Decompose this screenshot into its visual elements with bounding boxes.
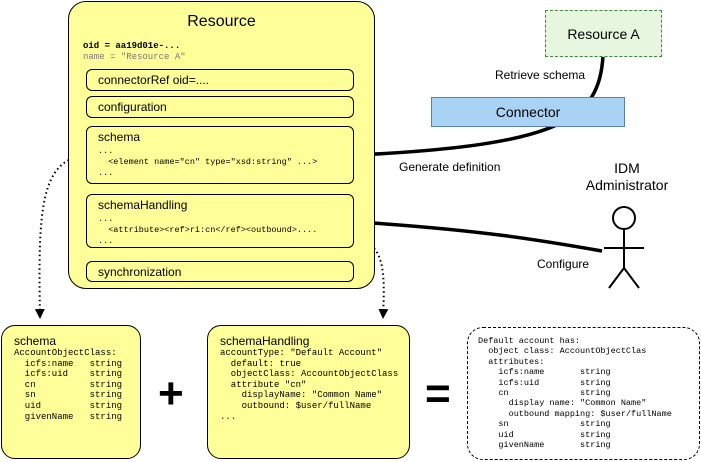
resource-title: Resource — [187, 13, 256, 30]
schema-handling-section: schemaHandling ... <attribute><ref>ri:cn… — [86, 194, 354, 248]
schema-code: ... <element name="cn" type="xsd:string"… — [98, 146, 318, 178]
connector-ref-label: connectorRef oid=.... — [98, 73, 210, 87]
schema-handling-label: schemaHandling — [98, 198, 188, 212]
schema-handling-code: ... <attribute><ref>ri:cn</ref><outbound… — [98, 214, 318, 246]
schema-detail-title: schema — [14, 334, 57, 348]
administrator-figure — [604, 206, 644, 289]
schema-detail-box: schema AccountObjectClass: icfs:name str… — [1, 325, 141, 459]
resource-oid: oid = aa19d01e-... — [83, 41, 181, 51]
configuration-label: configuration — [98, 100, 167, 114]
result-body: Default account has: object class: Accou… — [478, 336, 672, 451]
configure-arrow — [357, 217, 603, 253]
schema-expand-arrow — [34, 154, 87, 319]
resource-name: name = "Resource A" — [83, 52, 186, 62]
schema-handling-detail-title: schemaHandling — [220, 334, 310, 348]
schema-handling-detail-box: schemaHandling accountType: "Default Acc… — [207, 325, 410, 459]
schema-label: schema — [98, 130, 141, 144]
resource-a-node: Resource A — [545, 10, 662, 57]
plus-operator: + — [158, 369, 184, 418]
schema-section: schema ... <element name="cn" type="xsd:… — [86, 126, 354, 184]
result-box: Default account has: object class: Accou… — [467, 327, 700, 460]
idm-administrator-label: IDM Administrator — [577, 160, 677, 194]
idm-label-line1: IDM — [614, 160, 640, 176]
synchronization-label: synchronization — [98, 265, 182, 279]
resource-box: Resource oid = aa19d01e-... name = "Reso… — [68, 1, 375, 289]
schema-handling-detail-body: accountType: "Default Account" default: … — [220, 348, 399, 422]
schema-detail-body: AccountObjectClass: icfs:name string icf… — [14, 348, 123, 422]
retrieve-schema-label: Retrieve schema — [495, 68, 586, 82]
connector-node: Connector — [431, 97, 625, 127]
idm-label-line2: Administrator — [585, 177, 669, 193]
generate-definition-label: Generate definition — [399, 160, 501, 174]
connector-ref-section: connectorRef oid=.... — [86, 69, 354, 91]
synchronization-section: synchronization — [86, 261, 354, 282]
configuration-section: configuration — [86, 96, 354, 118]
equals-operator: = — [425, 369, 451, 418]
configure-label: Configure — [537, 257, 590, 271]
